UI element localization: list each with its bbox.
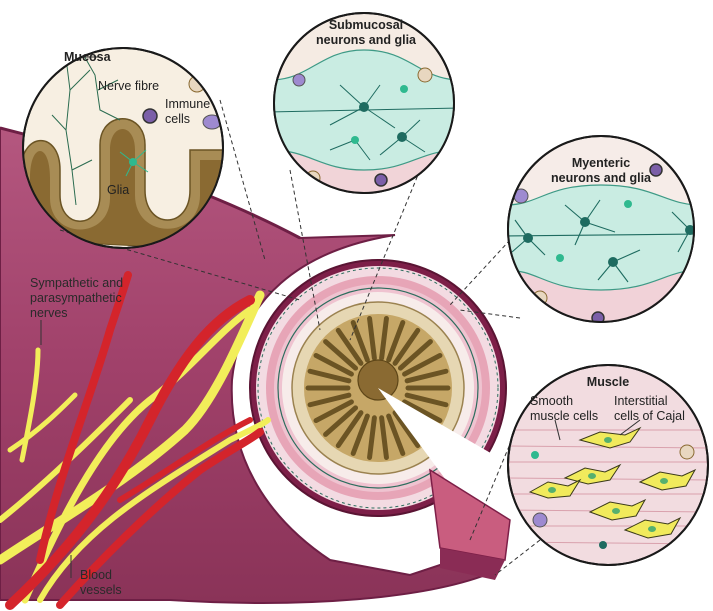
villus (379, 415, 389, 460)
glia-label: Glia (107, 183, 130, 197)
smooth-muscle-label: Smooth muscle cells (530, 394, 599, 423)
villus (397, 339, 433, 371)
villus (367, 316, 377, 361)
blood-vessels-label: Blood vessels (80, 568, 122, 597)
villus (379, 316, 389, 361)
villus (402, 399, 443, 424)
villus (386, 320, 406, 363)
villus (350, 320, 370, 363)
sympathetic-nerves (0, 290, 271, 604)
villus (404, 392, 449, 408)
villus (313, 399, 354, 424)
muscle-title: Muscle (586, 375, 630, 389)
submucosal-inset (273, 12, 455, 194)
villus (323, 405, 359, 437)
villus (335, 410, 364, 449)
interstitial-cells-label: Interstitial cells of Cajal (614, 394, 685, 423)
nerve-fibre-label: Nerve fibre (98, 79, 160, 93)
muscle-inset (507, 364, 709, 566)
myenteric-title: Myenteric neurons and glia (550, 156, 651, 185)
villus (386, 413, 406, 456)
villus (350, 413, 370, 456)
villus (404, 368, 449, 384)
submucosal-title: Submucosal neurons and glia (315, 18, 416, 47)
villus (392, 327, 421, 366)
mucosa-inset (22, 47, 224, 249)
villus (307, 368, 352, 384)
gut-cross-section (249, 259, 520, 580)
villus (402, 352, 443, 377)
myenteric-inset (507, 135, 695, 323)
villus (313, 352, 354, 377)
villus (307, 392, 352, 408)
mucosa-title: Mucosa (64, 50, 111, 64)
blood-vessels (5, 271, 264, 610)
villus (392, 410, 421, 449)
immune-cells-label: Immune cells (165, 97, 211, 126)
sympathetic-nerves-label: Sympathetic and parasympathetic nerves (30, 276, 124, 320)
villus (335, 327, 364, 366)
glia-cell (119, 149, 149, 177)
villus (367, 415, 377, 460)
villus (323, 339, 359, 371)
